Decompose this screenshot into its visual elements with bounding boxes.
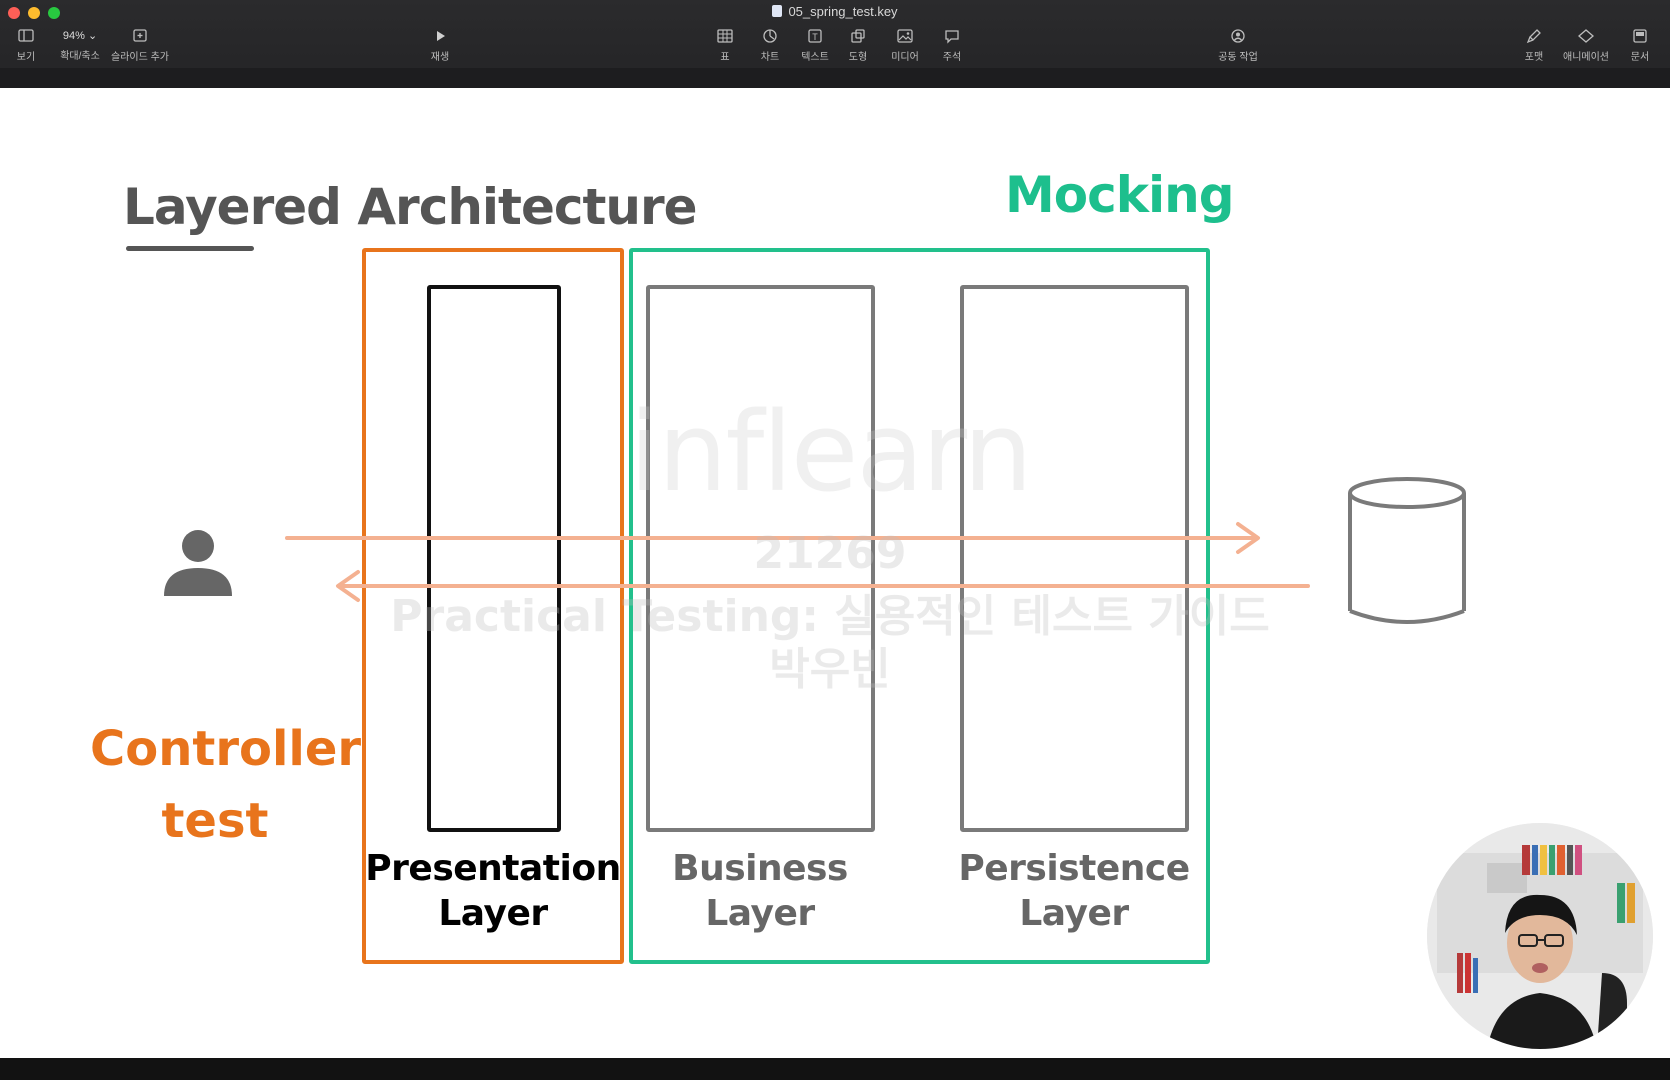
- chevron-down-icon: ⌄: [87, 30, 98, 42]
- table-icon: [716, 28, 734, 44]
- title-underline: [126, 246, 254, 251]
- comment-icon: [943, 28, 961, 44]
- presenter-webcam: [1427, 823, 1653, 1049]
- presenter-video: [1427, 823, 1653, 1049]
- zoom-label: 확대/축소: [60, 51, 100, 62]
- play-button[interactable]: 재생: [426, 28, 454, 68]
- zoom-value[interactable]: 94% ⌄: [62, 30, 98, 42]
- view-label: 보기: [16, 52, 36, 63]
- keynote-document-icon: [772, 5, 783, 17]
- persistence-layer-box: [960, 285, 1189, 832]
- watermark-id: 21269: [753, 528, 907, 579]
- mocking-frame: [629, 248, 1210, 964]
- business-layer-label: Business Layer: [630, 846, 890, 936]
- zoom-window-button[interactable]: [48, 7, 60, 19]
- response-arrowhead: [336, 570, 360, 602]
- window-title-text: 05_spring_test.key: [788, 4, 898, 19]
- add-slide-label: 슬라이드 추가: [111, 52, 169, 63]
- table-label: 표: [720, 52, 730, 63]
- play-icon: [431, 28, 449, 44]
- comment-button[interactable]: 주석: [937, 28, 967, 68]
- user-icon: [164, 530, 232, 596]
- diamond-icon: [1577, 28, 1595, 44]
- document-panel-icon: [1631, 28, 1649, 44]
- shape-icon: [849, 28, 867, 44]
- comment-label: 주석: [942, 52, 962, 63]
- collaborate-button[interactable]: 공동 작업: [1210, 28, 1266, 68]
- presentation-layer-label: Presentation Layer: [363, 846, 623, 936]
- chart-button[interactable]: 차트: [755, 28, 785, 68]
- bookshelf: [1457, 845, 1635, 993]
- controller-test-line2: test: [161, 793, 269, 849]
- zoom-control[interactable]: 94% ⌄ 확대/축소: [55, 28, 105, 68]
- add-slide-button[interactable]: 슬라이드 추가: [110, 28, 170, 68]
- persistence-label-line1: Persistence: [958, 848, 1190, 889]
- text-label: 텍스트: [801, 52, 829, 63]
- controller-test-label: Controller test: [90, 713, 362, 857]
- watermark-course: Practical Testing: 실용적인 테스트 가이드: [390, 591, 1270, 642]
- chart-label: 차트: [760, 52, 780, 63]
- media-label: 미디어: [891, 52, 919, 63]
- view-button[interactable]: 보기: [12, 28, 40, 68]
- minimize-window-button[interactable]: [28, 7, 40, 19]
- database-icon: [1348, 477, 1466, 624]
- text-box-icon: T: [806, 28, 824, 44]
- add-slide-icon: [131, 28, 149, 44]
- bottom-bar: [0, 1058, 1670, 1080]
- shape-label: 도형: [848, 52, 868, 63]
- close-window-button[interactable]: [8, 7, 20, 19]
- text-button[interactable]: T 텍스트: [797, 28, 833, 68]
- animate-button[interactable]: 애니메이션: [1562, 28, 1610, 68]
- business-label-line1: Business: [672, 848, 848, 889]
- play-label: 재생: [430, 52, 450, 63]
- controller-test-line1: Controller: [90, 721, 362, 777]
- paintbrush-icon: [1525, 28, 1543, 44]
- format-label: 포맷: [1524, 52, 1544, 63]
- persistence-label-line2: Layer: [1019, 893, 1129, 934]
- media-button[interactable]: 미디어: [885, 28, 925, 68]
- mocking-label: Mocking: [1005, 166, 1235, 224]
- watermark-brand: inflearn: [629, 388, 1033, 516]
- table-button[interactable]: 표: [711, 28, 739, 68]
- slide-title: Layered Architecture: [123, 178, 698, 236]
- controller-test-frame: [362, 248, 624, 964]
- document-button[interactable]: 문서: [1626, 28, 1654, 68]
- window-title: 05_spring_test.key: [0, 4, 1670, 19]
- document-label: 문서: [1630, 52, 1650, 63]
- collaborate-icon: [1229, 28, 1247, 44]
- collaborate-label: 공동 작업: [1218, 52, 1258, 63]
- presentation-label-line2: Layer: [438, 893, 548, 934]
- watermark-author: 박우빈: [769, 644, 891, 695]
- shape-button[interactable]: 도형: [843, 28, 873, 68]
- media-icon: [896, 28, 914, 44]
- toolbar-divider: [0, 68, 1670, 88]
- business-label-line2: Layer: [705, 893, 815, 934]
- svg-text:T: T: [812, 32, 818, 42]
- presentation-layer-box: [427, 285, 561, 832]
- persistence-layer-label: Persistence Layer: [944, 846, 1204, 936]
- business-layer-box: [646, 285, 875, 832]
- chart-icon: [761, 28, 779, 44]
- animate-label: 애니메이션: [1563, 52, 1609, 63]
- sidebar-icon: [17, 28, 35, 44]
- slide-canvas[interactable]: Layered Architecture Mocking Controller …: [0, 88, 1670, 1058]
- window-toolbar: 05_spring_test.key 보기 94% ⌄ 확대/축소 슬라이드 추…: [0, 0, 1670, 88]
- format-button[interactable]: 포맷: [1520, 28, 1548, 68]
- presentation-label-line1: Presentation: [365, 848, 621, 889]
